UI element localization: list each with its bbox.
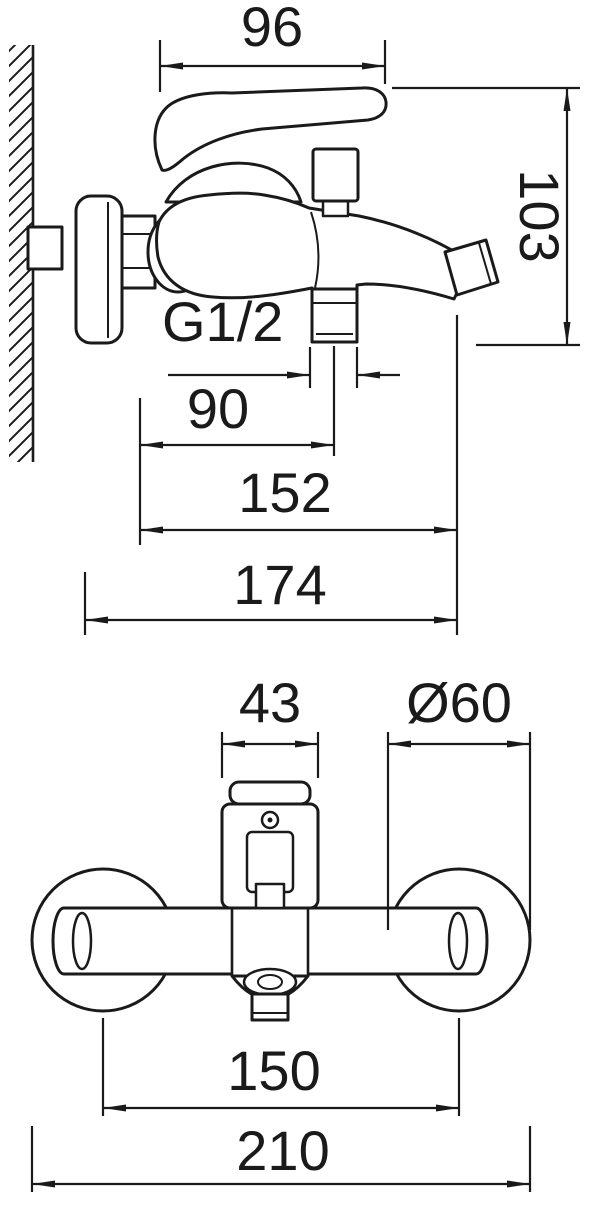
dim-outlet-offset: 90 [138, 346, 336, 545]
front-view: 43 Ø60 150 210 [30, 671, 532, 1192]
dim-152-label: 152 [238, 461, 331, 524]
cartridge-dome [164, 161, 303, 204]
dim-height: 103 [392, 86, 580, 347]
left-pipe-end [71, 911, 93, 971]
dim-total-width: 210 [30, 1119, 532, 1192]
handle-lever [153, 86, 388, 172]
dim-spout-reach: 152 [140, 315, 459, 635]
dim-inlet-spacing: 150 [101, 1018, 461, 1116]
supply-nut [26, 225, 64, 271]
spout-separation-line [310, 211, 320, 289]
dim-handle-length: 96 [158, 0, 387, 92]
side-view: 96 103 G1/2 90 152 [9, 0, 580, 635]
shower-outlet [310, 287, 359, 344]
dim-174-label: 174 [233, 553, 326, 616]
dim-96-label: 96 [241, 0, 303, 58]
thread-label: G1/2 [162, 290, 283, 353]
body-column [230, 908, 310, 976]
outlet-front [230, 967, 310, 1022]
spout-aerator [443, 238, 500, 297]
dim-dia60-label: Ø60 [406, 671, 512, 734]
dim-43-label: 43 [239, 671, 301, 734]
dim-103-label: 103 [508, 169, 571, 262]
dim-body-width: 43 [220, 671, 320, 778]
dim-90-label: 90 [187, 377, 249, 440]
handle-cap-front [228, 780, 312, 806]
dim-150-label: 150 [227, 1039, 320, 1102]
dim-210-label: 210 [236, 1119, 329, 1182]
dim-flange-diameter: Ø60 [386, 671, 532, 930]
handle-screw [260, 810, 280, 830]
diverter-knob [311, 147, 360, 218]
dim-total-depth: 174 [83, 553, 457, 635]
cartridge-inner [254, 882, 286, 910]
wall-flange [74, 194, 124, 345]
dim-thread: G1/2 [162, 290, 400, 388]
mixer-body [155, 191, 473, 301]
right-pipe-end [447, 911, 469, 971]
